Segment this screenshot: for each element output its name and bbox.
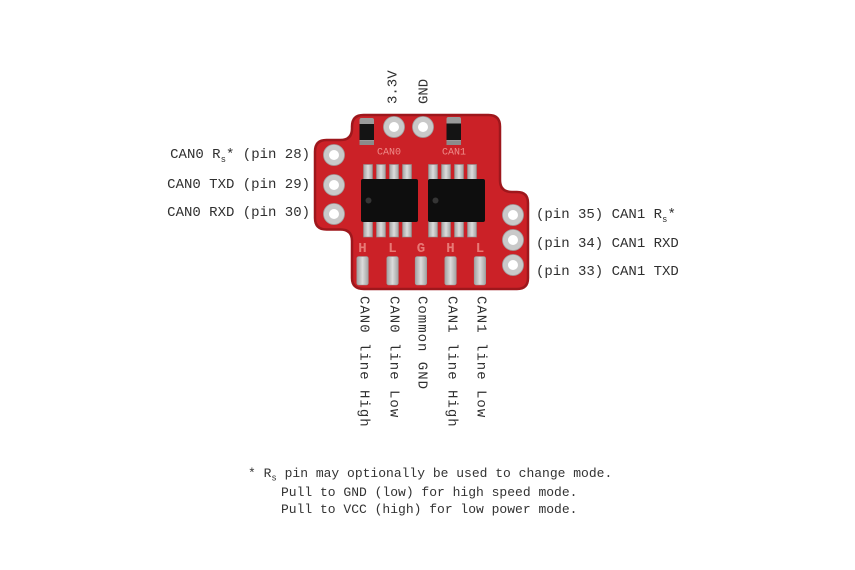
hole-can1-txd	[502, 254, 524, 276]
pin1-dot	[365, 197, 372, 204]
pin-label-common-gnd: Common GND	[413, 296, 430, 391]
subscript-s: s	[271, 473, 277, 484]
pin-label-can1-rs: (pin 35) CAN1 Rs*	[536, 207, 676, 225]
hole-can0-rxd	[323, 203, 345, 225]
note-line-3: Pull to VCC (high) for low power mode.	[281, 502, 578, 517]
pin-label-text: (pin 34) CAN1 RXD	[536, 236, 679, 252]
ic-can1-transceiver	[428, 179, 485, 222]
pin-label-text: CAN0 R	[170, 147, 221, 163]
capacitor-can0	[359, 118, 374, 145]
pin-label-text: (pin 35) CAN1 R	[536, 207, 663, 223]
hole-can1-rxd	[502, 229, 524, 251]
silkscreen-pad-letter-g: G	[417, 241, 425, 257]
hole-3v3	[383, 116, 405, 138]
pin-label-3v3: 3.3V	[385, 70, 402, 104]
capacitor-can1	[446, 117, 461, 145]
solder-pads	[356, 256, 487, 286]
pin-label-text: CAN0 TXD (pin 29)	[167, 177, 310, 193]
pin-label-gnd: GND	[416, 78, 433, 104]
silkscreen-can1-label: CAN1	[442, 148, 466, 159]
ic-can0-transceiver	[361, 179, 418, 222]
pin-holes	[323, 116, 524, 276]
hole-can1-rs	[502, 204, 524, 226]
note-line-2: Pull to GND (low) for high speed mode.	[281, 485, 578, 500]
pin-label-text: *	[667, 207, 676, 223]
silkscreen-pad-letter-l2: L	[476, 241, 484, 257]
solder-pad-can0-low	[386, 256, 399, 286]
silkscreen-can0-label: CAN0	[377, 148, 401, 159]
hole-can0-rs	[323, 144, 345, 166]
pin-label-can1-line-low: CAN1 line Low	[472, 296, 489, 419]
subscript-s: s	[662, 214, 668, 225]
silkscreen-pad-letter-l1: L	[388, 241, 396, 257]
pin-label-can1-txd: (pin 33) CAN1 TXD	[536, 265, 679, 280]
pin-label-can0-line-high: CAN0 line High	[355, 296, 371, 428]
pin-label-text: CAN0 RXD (pin 30)	[167, 205, 310, 221]
hole-can0-txd	[323, 174, 345, 196]
pcb-outline-group	[313, 113, 530, 291]
solder-pad-can0-high	[356, 256, 369, 286]
note-line-1: * Rs pin may optionally be used to chang…	[248, 466, 613, 484]
hole-gnd	[412, 116, 434, 138]
silkscreen-pad-letter-h2: H	[446, 241, 454, 257]
pin-label-can0-rs: CAN0 Rs* (pin 28)	[0, 147, 310, 165]
pin-label-can1-rxd: (pin 34) CAN1 RXD	[536, 237, 679, 252]
pin-label-text: (pin 33) CAN1 TXD	[536, 264, 679, 280]
silkscreen-pad-letter-h1: H	[358, 241, 366, 257]
solder-pad-can1-high	[444, 256, 457, 286]
pin-label-can0-rxd: CAN0 RXD (pin 30)	[0, 206, 310, 221]
pin-label-can0-txd: CAN0 TXD (pin 29)	[0, 178, 310, 193]
pin-label-can1-line-high: CAN1 line High	[443, 296, 459, 428]
note-text: * R	[248, 466, 272, 481]
subscript-s: s	[220, 154, 226, 165]
pin-label-can0-line-low: CAN0 line Low	[385, 296, 401, 419]
note-text: pin may optionally be used to change mod…	[276, 466, 613, 481]
solder-pad-common-gnd	[414, 256, 428, 286]
pin1-dot	[432, 197, 439, 204]
solder-pad-can1-low	[473, 256, 487, 286]
pin-label-text: * (pin 28)	[225, 147, 310, 163]
pcb-outline	[313, 113, 530, 291]
